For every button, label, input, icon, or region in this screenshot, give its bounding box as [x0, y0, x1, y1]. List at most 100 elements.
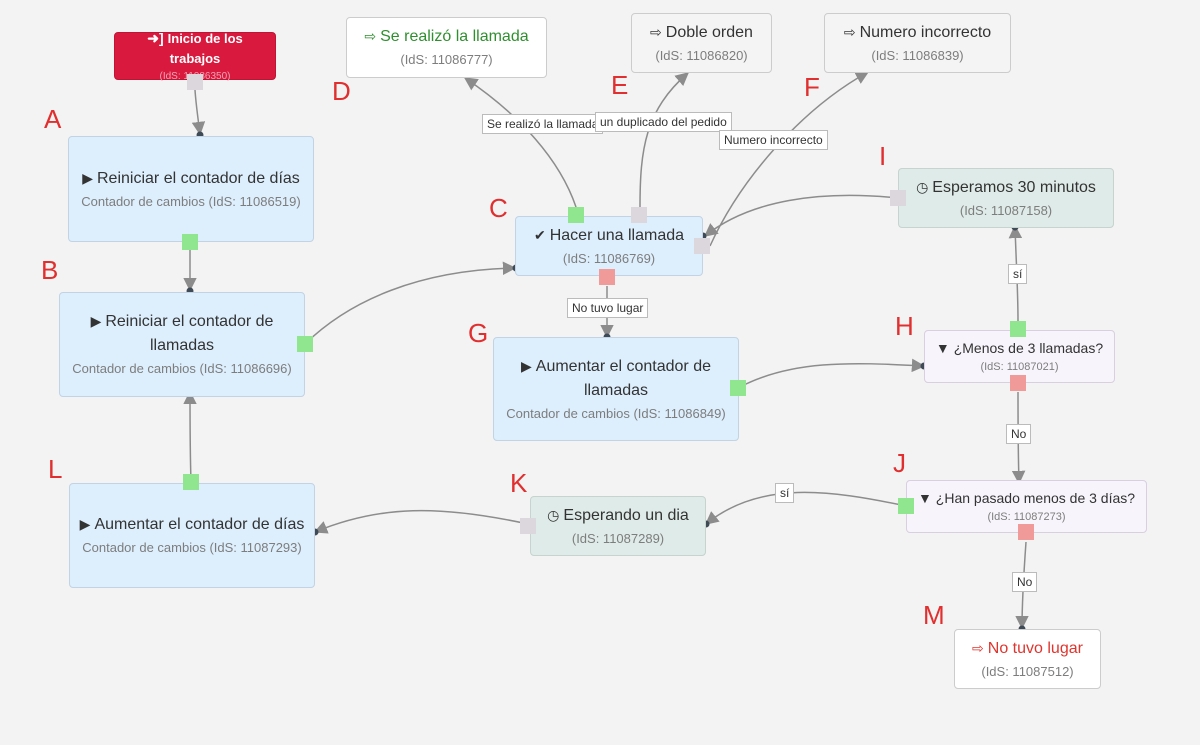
- filter-icon: ▼: [935, 339, 950, 356]
- node-id: (IdS: 11086777): [400, 52, 493, 67]
- port-c-called[interactable]: [568, 207, 584, 223]
- login-icon: ➜]: [147, 29, 164, 46]
- node-f[interactable]: ⇨Numero incorrecto (IdS: 11086839): [824, 13, 1011, 73]
- node-title: Esperamos 30 minutos: [932, 178, 1096, 196]
- node-title: Doble orden: [665, 23, 753, 41]
- edge-label-no-place: No tuvo lugar: [567, 298, 649, 318]
- node-id: (IdS: 11087021): [980, 360, 1059, 373]
- node-id: (IdS: 11087289): [571, 530, 665, 546]
- edge-g-h: [737, 358, 926, 389]
- node-id: Contador de cambios (IdS: 11086849): [506, 405, 726, 421]
- edge-start-a: [191, 89, 206, 136]
- letter-l: L: [48, 454, 63, 484]
- play-icon: ▶: [82, 169, 93, 186]
- port-b-out[interactable]: [297, 336, 313, 352]
- node-title: Esperando un dia: [563, 506, 689, 524]
- letter-i: I: [879, 141, 887, 171]
- node-g[interactable]: ▶Aumentar el contador de llamadas Contad…: [493, 337, 739, 441]
- exit-icon: ⇨: [972, 639, 984, 656]
- edge-b-c: [304, 261, 517, 345]
- port-start-out[interactable]: [187, 74, 203, 90]
- edge-c-e: [639, 72, 690, 208]
- edge-k-l: [313, 509, 529, 534]
- port-c-noplace[interactable]: [599, 269, 615, 285]
- node-l[interactable]: ▶Aumentar el contador de días Contador d…: [69, 483, 315, 588]
- edge-j-k: [704, 491, 907, 525]
- letter-h: H: [895, 311, 914, 341]
- letter-j: J: [893, 448, 906, 478]
- node-k[interactable]: ◷Esperando un dia (IdS: 11087289): [530, 496, 706, 556]
- check-icon: ✔: [533, 226, 546, 243]
- port-h-yes[interactable]: [1010, 321, 1026, 337]
- clock-icon: ◷: [916, 178, 929, 195]
- node-id: (IdS: 11087512): [981, 663, 1074, 679]
- node-e[interactable]: ⇨Doble orden (IdS: 11086820): [631, 13, 772, 73]
- letter-d: D: [332, 76, 351, 106]
- edge-label-called: Se realizó la llamada: [482, 114, 604, 134]
- port-k-out[interactable]: [520, 518, 536, 534]
- letter-k: K: [510, 468, 528, 498]
- node-title: Se realizó la llamada: [380, 28, 529, 45]
- edge-label-j-no: No: [1012, 572, 1038, 592]
- node-h[interactable]: ▼¿Menos de 3 llamadas? (IdS: 11087021): [924, 330, 1115, 383]
- node-a[interactable]: ▶Reiniciar el contador de días Contador …: [68, 136, 314, 242]
- edge-i-c: [703, 194, 899, 237]
- letter-f: F: [804, 72, 820, 102]
- node-d[interactable]: ⇨Se realizó la llamada (IdS: 11086777): [346, 17, 547, 78]
- node-id: Contador de cambios (IdS: 11087293): [82, 540, 302, 555]
- play-icon: ▶: [79, 516, 91, 532]
- port-a-out[interactable]: [182, 234, 198, 250]
- letter-e: E: [611, 70, 629, 100]
- letter-a: A: [44, 104, 62, 134]
- port-i-out[interactable]: [890, 190, 906, 206]
- play-icon: ▶: [90, 313, 102, 329]
- node-id: Contador de cambios (IdS: 11086519): [81, 193, 301, 209]
- node-id: (IdS: 11086839): [871, 47, 964, 63]
- letter-m: M: [923, 600, 945, 630]
- node-title: Inicio de los trabajos: [167, 30, 243, 66]
- letter-g: G: [468, 318, 489, 348]
- node-title: No tuvo lugar: [987, 639, 1083, 657]
- node-title: Reiniciar el contador de llamadas: [105, 313, 274, 354]
- letter-c: C: [489, 193, 508, 223]
- play-icon: ▶: [521, 357, 532, 374]
- node-b[interactable]: ▶Reiniciar el contador de llamadas Conta…: [59, 292, 305, 397]
- node-title: Reiniciar el contador de días: [97, 169, 300, 187]
- port-j-no[interactable]: [1018, 524, 1034, 540]
- node-title: ¿Menos de 3 llamadas?: [953, 339, 1104, 356]
- node-title: Numero incorrecto: [859, 23, 992, 41]
- exit-icon: ⇨: [843, 23, 856, 40]
- node-c[interactable]: ✔Hacer una llamada (IdS: 11086769): [515, 216, 703, 276]
- node-id: (IdS: 11087273): [987, 510, 1066, 523]
- edge-label-h-yes: sí: [1008, 264, 1028, 284]
- filter-icon: ▼: [917, 489, 932, 506]
- node-title: Aumentar el contador de días: [94, 516, 305, 533]
- node-start[interactable]: ➜]Inicio de los trabajos (IdS: 11086350): [114, 30, 276, 82]
- node-id: (IdS: 11086769): [562, 250, 656, 266]
- node-m[interactable]: ⇨No tuvo lugar (IdS: 11087512): [954, 629, 1101, 689]
- edge-l-b: [183, 390, 197, 483]
- edge-label-duplicate: un duplicado del pedido: [595, 112, 732, 132]
- port-h-no[interactable]: [1010, 375, 1026, 391]
- edge-label-wrong-number: Numero incorrecto: [719, 130, 828, 150]
- node-id: (IdS: 11087158): [959, 202, 1053, 218]
- port-g-out[interactable]: [730, 380, 746, 396]
- node-id: (IdS: 11086820): [655, 47, 748, 63]
- exit-icon: ⇨: [650, 23, 662, 40]
- edge-label-h-no: No: [1006, 424, 1032, 444]
- port-c-duplicate[interactable]: [631, 207, 647, 223]
- port-l-out[interactable]: [183, 474, 199, 490]
- port-c-wrong[interactable]: [694, 238, 710, 254]
- exit-icon: ⇨: [364, 28, 377, 44]
- node-title: Aumentar el contador de llamadas: [535, 357, 711, 399]
- port-j-yes[interactable]: [898, 498, 914, 514]
- edge-label-j-yes: sí: [775, 483, 795, 503]
- clock-icon: ◷: [547, 506, 560, 523]
- node-title: ¿Han pasado menos de 3 días?: [935, 489, 1136, 506]
- edge-c-d: [463, 77, 577, 208]
- node-title: Hacer una llamada: [549, 226, 685, 244]
- edge-c-f: [709, 71, 870, 247]
- letter-b: B: [41, 255, 59, 285]
- node-id: Contador de cambios (IdS: 11086696): [72, 361, 292, 376]
- node-i[interactable]: ◷Esperamos 30 minutos (IdS: 11087158): [898, 168, 1114, 228]
